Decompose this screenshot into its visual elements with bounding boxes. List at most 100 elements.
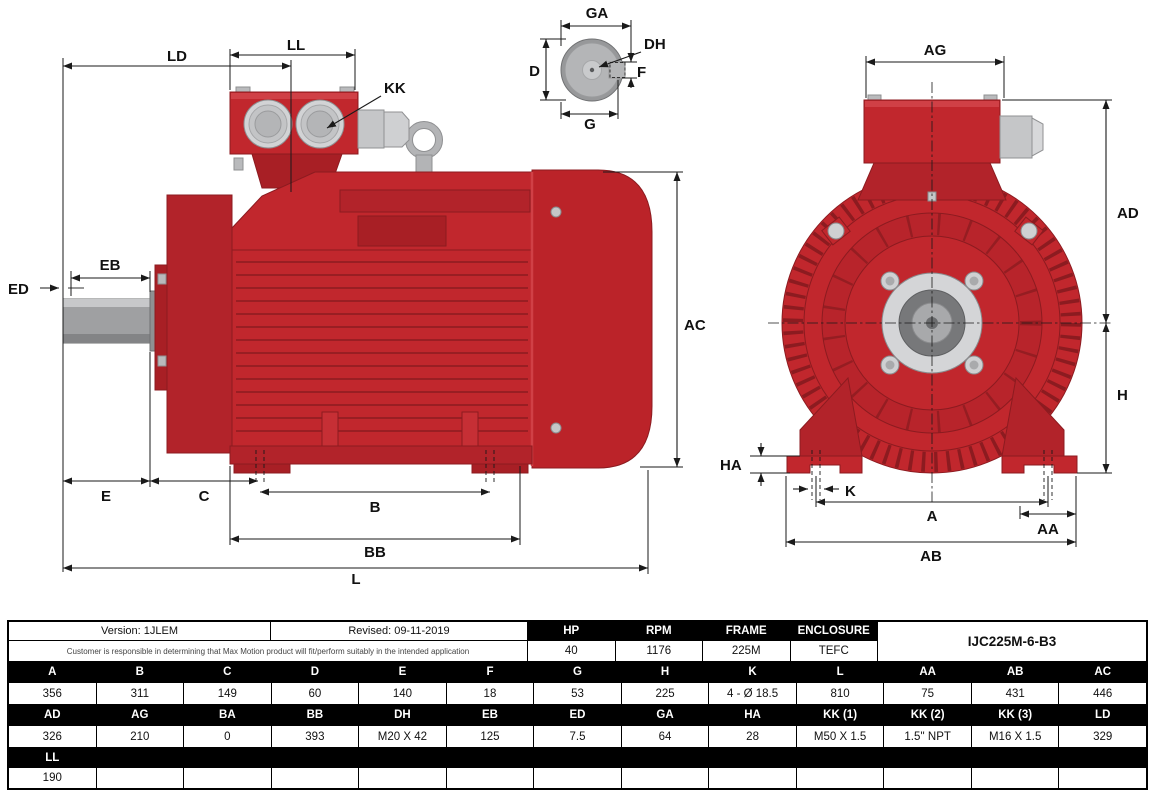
table-cell: 446 bbox=[1059, 683, 1146, 704]
table-cell: E bbox=[359, 662, 446, 682]
spec-value-hp: 40 bbox=[528, 641, 615, 661]
table-cell: KK (3) bbox=[971, 705, 1059, 725]
table-cell bbox=[796, 748, 884, 767]
shaft-highlight bbox=[63, 299, 152, 307]
dim-value-row-3: 190 bbox=[9, 768, 1146, 788]
table-cell: 125 bbox=[446, 726, 534, 747]
eyebolt-icon bbox=[405, 121, 443, 159]
table-cell: 1.5'' NPT bbox=[884, 726, 971, 747]
table-cell: LD bbox=[1059, 705, 1146, 725]
table-cell bbox=[271, 768, 359, 788]
keyway-bump bbox=[608, 61, 626, 79]
eyebolt-inner bbox=[412, 128, 436, 152]
table-cell bbox=[534, 748, 621, 767]
table-cell bbox=[709, 768, 796, 788]
table-cell: M50 X 1.5 bbox=[796, 726, 884, 747]
dim-label-ga: GA bbox=[586, 5, 609, 22]
side-view bbox=[62, 86, 653, 482]
foot-hole-dashes bbox=[255, 450, 495, 482]
spec-header-rpm: RPM bbox=[615, 622, 702, 640]
technical-drawing: LD LL KK ED EB AC E C B BB L GA D DH F G bbox=[8, 5, 1139, 588]
dimension-table: Version: 1JLEM Revised: 09-11-2019 HP RP… bbox=[7, 620, 1148, 790]
version-cell: Version: 1JLEM bbox=[9, 622, 270, 640]
table-cell: 190 bbox=[9, 768, 96, 788]
eyebolt-base bbox=[415, 154, 433, 174]
revised-cell: Revised: 09-11-2019 bbox=[271, 622, 527, 640]
table-cell bbox=[96, 768, 184, 788]
dim-label-ha: HA bbox=[720, 457, 742, 474]
shaft-end-view bbox=[560, 38, 626, 102]
table-cell: KK (2) bbox=[884, 705, 971, 725]
gland-hole-inner bbox=[306, 110, 334, 138]
table-cell: 393 bbox=[271, 726, 359, 747]
table-cell: KK (1) bbox=[796, 705, 884, 725]
ext-line bbox=[229, 466, 521, 545]
table-cell: 225 bbox=[621, 683, 709, 704]
cable-gland-cap bbox=[1031, 117, 1044, 157]
model-number: IJC225M-6-B3 bbox=[878, 622, 1146, 661]
cable-gland bbox=[357, 109, 385, 149]
table-cell bbox=[621, 748, 709, 767]
table-cell: 7.5 bbox=[534, 726, 621, 747]
table-cell: 18 bbox=[446, 683, 534, 704]
spec-value-rpm: 1176 bbox=[615, 641, 702, 661]
foot-front bbox=[1001, 455, 1078, 474]
table-cell: AC bbox=[1059, 662, 1146, 682]
spec-header-enclosure: ENCLOSURE bbox=[790, 622, 877, 640]
table-cell: H bbox=[621, 662, 709, 682]
ext-line bbox=[603, 171, 683, 468]
table-cell: 64 bbox=[621, 726, 709, 747]
table-cell: 210 bbox=[96, 726, 184, 747]
face-bolts bbox=[880, 271, 984, 375]
table-cell: G bbox=[534, 662, 621, 682]
bolt-icon bbox=[157, 273, 167, 285]
table-cell bbox=[96, 748, 184, 767]
dim-label-e: E bbox=[101, 488, 111, 505]
table-cell: 4 - Ø 18.5 bbox=[709, 683, 796, 704]
base-plate bbox=[229, 445, 533, 465]
dim-header-row-3: LL bbox=[9, 748, 1146, 767]
table-cell: L bbox=[796, 662, 884, 682]
table-cell: K bbox=[709, 662, 796, 682]
support-rib bbox=[461, 411, 479, 449]
table-cell bbox=[1059, 768, 1146, 788]
table-cell: D bbox=[271, 662, 359, 682]
table-cell: BA bbox=[184, 705, 271, 725]
table-cell: 810 bbox=[796, 683, 884, 704]
bolt-icon bbox=[157, 355, 167, 367]
dh-leader-arrow bbox=[598, 51, 642, 68]
table-cell bbox=[971, 768, 1059, 788]
table-cell: 431 bbox=[971, 683, 1059, 704]
fan-cover bbox=[531, 169, 653, 469]
table-cell: 60 bbox=[271, 683, 359, 704]
shaft-end-dimensions bbox=[540, 20, 642, 119]
keyway-hidden-outline bbox=[609, 62, 626, 78]
table-cell bbox=[534, 768, 621, 788]
table-cell: 28 bbox=[709, 726, 796, 747]
spec-header-frame: FRAME bbox=[703, 622, 790, 640]
dim-label-f: F bbox=[637, 64, 646, 81]
table-cell: 0 bbox=[184, 726, 271, 747]
foot-pad bbox=[471, 463, 529, 474]
bolt-icon bbox=[827, 222, 845, 240]
gland-hole-inner bbox=[254, 110, 282, 138]
center-dot bbox=[589, 67, 595, 73]
bolt-center bbox=[969, 276, 979, 286]
body-top-panel bbox=[339, 189, 531, 213]
table-cell bbox=[184, 748, 271, 767]
dim-label-bb: BB bbox=[364, 544, 386, 561]
dim-label-dh: DH bbox=[644, 36, 666, 53]
dim-label-aa: AA bbox=[1037, 521, 1059, 538]
cooling-fins bbox=[236, 261, 528, 432]
table-cell: LL bbox=[9, 748, 96, 767]
table-cell: 329 bbox=[1059, 726, 1146, 747]
table-cell: B bbox=[96, 662, 184, 682]
table-cell: ED bbox=[534, 705, 621, 725]
foot-pad bbox=[233, 463, 291, 474]
spec-value-frame: 225M bbox=[703, 641, 790, 661]
table-cell: EB bbox=[446, 705, 534, 725]
